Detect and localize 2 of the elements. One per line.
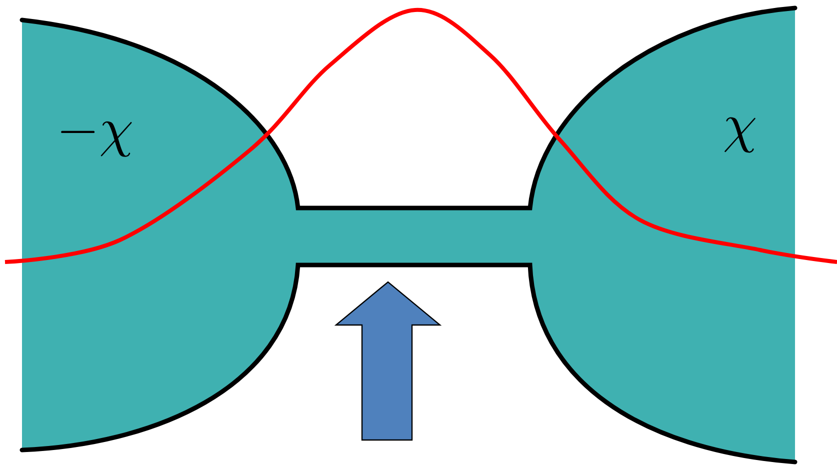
math-label: $-\chi$ bbox=[61, 121, 132, 157]
math-label: $\chi$ bbox=[724, 117, 756, 153]
